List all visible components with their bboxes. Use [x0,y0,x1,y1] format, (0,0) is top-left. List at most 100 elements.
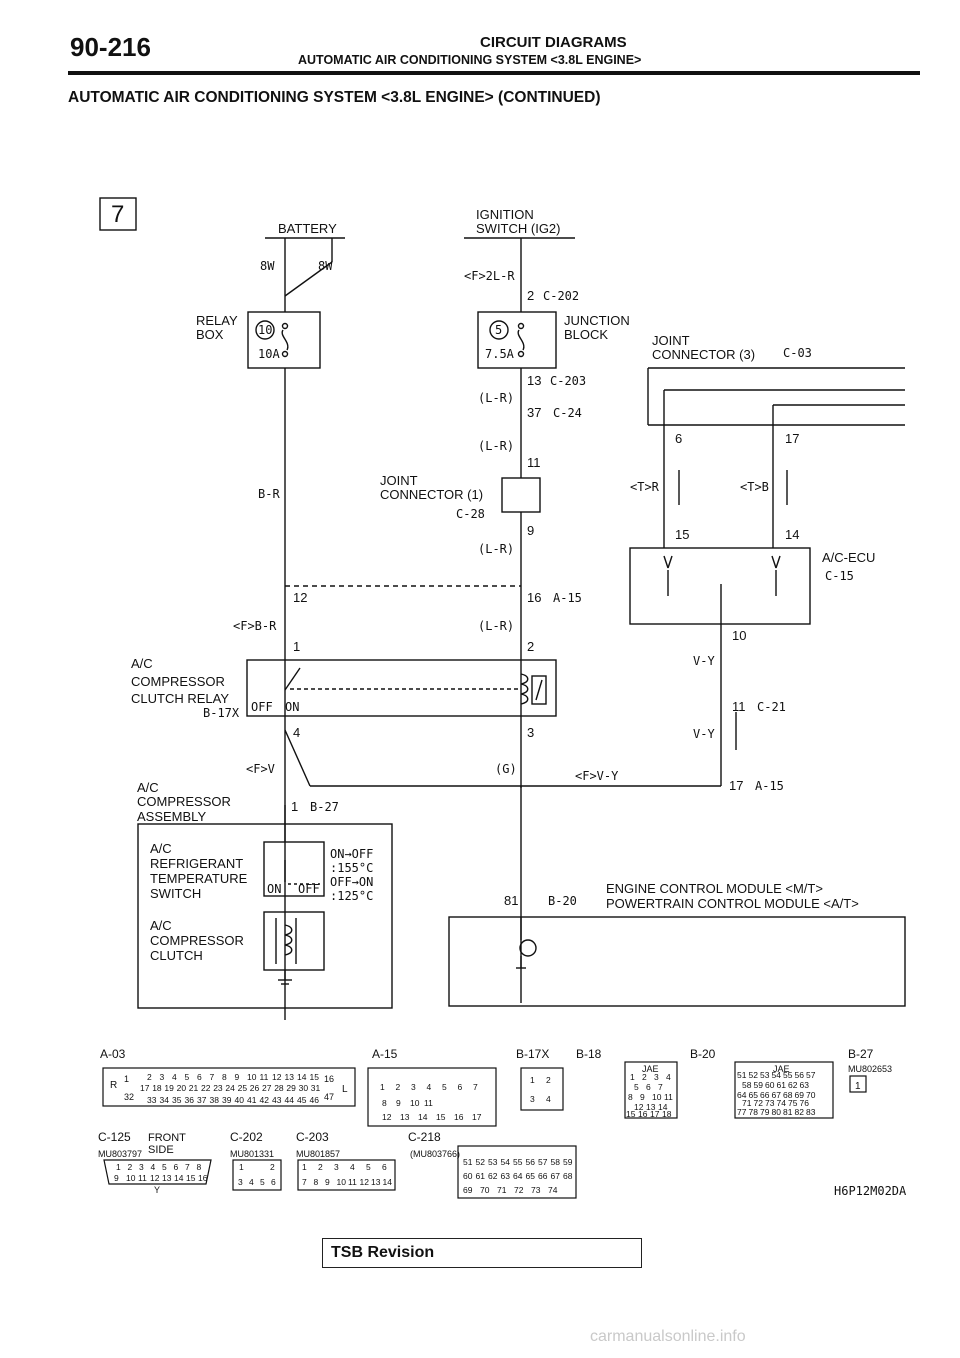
c203-pin: 6 [382,1162,387,1172]
a15-pin: 5 [442,1082,447,1092]
b18-pin: 1 [630,1072,635,1082]
b20-pin: 65 [749,1090,759,1100]
header-title: CIRCUIT DIAGRAMS [480,34,627,51]
wire-fbr: <F>B-R [233,619,277,633]
figure-code: H6P12M02DA [834,1184,907,1198]
a03-pin: 26 [250,1083,260,1093]
b18-pin: 15 [626,1109,636,1119]
connector-b27 [849,1075,867,1093]
c203-pin: 4 [350,1162,355,1172]
a03-pin: 25 [238,1083,248,1093]
a15-pin: 10 [410,1098,420,1108]
connector-b20 [734,1061,834,1119]
ignition-label-2: SWITCH (IG2) [476,221,561,236]
fuse-5: 5 [495,323,502,337]
c202-pin: 1 [239,1162,244,1172]
relay-label-1: A/C [131,656,153,671]
a03-pin: 44 [285,1095,295,1105]
jae-label-b18: JAE [642,1064,659,1074]
c125-pin: 10 [126,1173,136,1183]
a03-left-bot: 32 [124,1092,134,1102]
c125-pin: 11 [138,1173,147,1183]
joint1-label-2: CONNECTOR (1) [380,487,483,502]
wire-lr-1: (L-R) [478,391,514,405]
conn-c03: C-03 [783,346,812,360]
b18-pin: 8 [628,1092,633,1102]
a15-pin: 13 [400,1112,410,1122]
a03-pin: 19 [164,1083,174,1093]
wire-fvy: <F>V-Y [575,769,619,783]
relay-on: ON [285,700,299,714]
c218-pin: 51 [463,1157,473,1167]
c125-pin: 8 [197,1162,202,1172]
section-title: AUTOMATIC AIR CONDITIONING SYSTEM <3.8L … [68,89,601,106]
a03-pin: 4 [172,1072,177,1082]
assembly-label-3: ASSEMBLY [137,809,206,824]
connector-label-a03: A-03 [100,1047,126,1061]
conn-c24: C-24 [553,406,582,420]
b20-pin: 61 [777,1080,787,1090]
connector-label-b18: B-18 [576,1047,602,1061]
a03-pin: 15 [310,1072,320,1082]
b18-pin: 12 [634,1102,644,1112]
c203-pin: 12 [360,1177,370,1187]
a03-l-label: L [342,1084,348,1095]
connector-c202 [232,1159,282,1191]
switch-cond-1: ON→OFF [330,847,373,861]
clutch-relay-box [246,659,557,717]
pin-14: 14 [785,527,799,542]
a03-pin: 17 [140,1083,150,1093]
a03-pin: 24 [225,1083,235,1093]
conn-c203: C-203 [550,374,586,388]
conn-b27: B-27 [310,800,339,814]
a03-pin: 37 [197,1095,207,1105]
connector-label-c218: C-218 [408,1130,441,1144]
conn-a15-a: A-15 [553,591,582,605]
a03-pin: 23 [213,1083,223,1093]
b20-pin: 71 [742,1098,752,1108]
b20-pin: 73 [765,1098,775,1108]
switch-off: OFF [298,882,320,896]
a03-pin: 40 [235,1095,245,1105]
a03-pin: 6 [197,1072,202,1082]
c218-pin: 60 [463,1171,473,1181]
b20-pin: 81 [783,1107,793,1117]
b20-pin: 60 [765,1080,775,1090]
conn-c21: C-21 [757,700,786,714]
c218-pin: 69 [463,1185,473,1195]
mu-c125: MU803797 [98,1149,142,1159]
a15-pin: 9 [396,1098,401,1108]
b20-pin: 52 [749,1070,759,1080]
b20-pin: 72 [754,1098,764,1108]
mu-c218: (MU803766) [410,1149,460,1159]
wire-8w-b: 8W [318,259,333,273]
relay-box-label-1: RELAY [196,313,238,328]
c203-pin: 10 [337,1177,347,1187]
junction-block [477,311,557,369]
b17x-pin: 3 [530,1094,535,1104]
c125-pin: 1 [116,1162,121,1172]
c203-pin: 7 [302,1177,307,1187]
c218-pin: 68 [563,1171,573,1181]
b20-pin: 59 [754,1080,764,1090]
b18-pin: 2 [642,1072,647,1082]
c218-pin: 70 [480,1185,490,1195]
a03-pin: 7 [210,1072,215,1082]
c125-pin: 13 [162,1173,172,1183]
pin-11-c21: 11 [732,699,746,714]
a03-pin: 3 [160,1072,165,1082]
c218-pin: 71 [497,1185,507,1195]
c218-pin: 57 [538,1157,548,1167]
clutch-label-3: CLUTCH [150,948,203,963]
a15-pin: 12 [382,1112,392,1122]
a15-pin: 14 [418,1112,428,1122]
relay-label-3: CLUTCH RELAY [131,691,229,706]
b20-pin: 62 [788,1080,798,1090]
ecu-label: A/C-ECU [822,550,875,565]
pin-2-top: 2 [527,288,534,303]
conn-c28: C-28 [456,507,485,521]
a03-right-bot: 47 [324,1092,334,1102]
jae-label-b20: JAE [773,1064,790,1074]
a03-pin: 43 [272,1095,282,1105]
conn-c15: C-15 [825,569,854,583]
